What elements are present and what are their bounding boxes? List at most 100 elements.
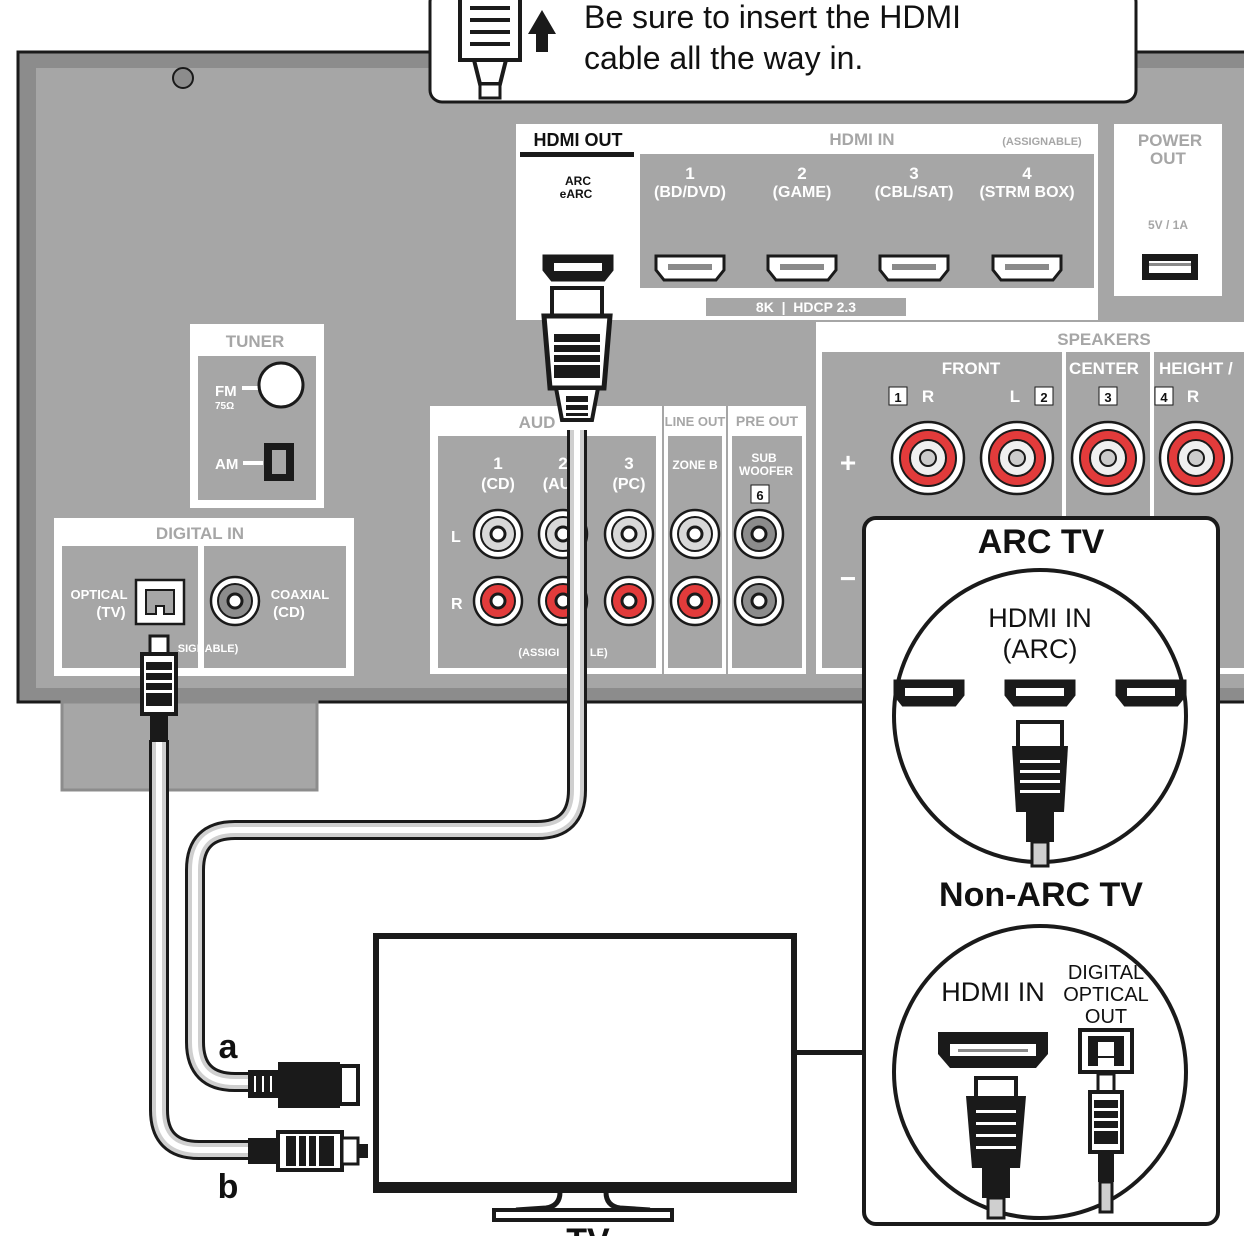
optical-out-label2: OPTICAL bbox=[1063, 984, 1149, 1006]
speakers-title: SPEAKERS bbox=[1057, 330, 1151, 349]
coaxial-label2: (CD) bbox=[273, 604, 305, 621]
power-out-rating: 5V / 1A bbox=[1148, 218, 1188, 232]
hdmi-in-1-num: 1 bbox=[685, 164, 694, 183]
audio-in-3-l-jack[interactable] bbox=[603, 508, 655, 560]
zone-b-l-jack[interactable] bbox=[669, 508, 721, 560]
tv: TV bbox=[373, 933, 797, 1241]
arc-hdmi-plug bbox=[1012, 720, 1068, 868]
hdmi-in-port-4[interactable]: 4 (STRM BOX) bbox=[979, 164, 1075, 282]
audio-left-label: L bbox=[451, 529, 461, 546]
audio-in-1-l-jack[interactable] bbox=[472, 508, 524, 560]
height-r-terminal[interactable] bbox=[1158, 420, 1234, 496]
hdmi-in-2-num: 2 bbox=[797, 164, 806, 183]
optical-out-label3: OUT bbox=[1085, 1006, 1127, 1028]
audio-in-3-name: (PC) bbox=[613, 476, 646, 493]
am-antenna-terminal[interactable] bbox=[264, 443, 294, 481]
height-r-label: R bbox=[1187, 387, 1199, 406]
optical-out-label1: DIGITAL bbox=[1068, 962, 1144, 984]
non-arc-tv-hdmi-port[interactable] bbox=[938, 1032, 1048, 1068]
non-arc-optical-plug bbox=[1088, 1072, 1124, 1214]
audio-in-assignable: (ASSIGI LE) bbox=[518, 647, 608, 659]
hdmi-in-1-name: (BD/DVD) bbox=[654, 184, 726, 201]
tv-connection-inset: ARC TV HDMI IN (ARC) Non-ARC TV HDMI IN … bbox=[862, 516, 1220, 1226]
optical-plug-receiver bbox=[140, 634, 178, 742]
audio-right-label: R bbox=[451, 596, 463, 613]
optical-label2: (TV) bbox=[96, 604, 125, 621]
front-l-label: L bbox=[1010, 387, 1020, 406]
fm-label: FM bbox=[215, 383, 237, 400]
subwoofer-num: 6 bbox=[756, 488, 763, 503]
hdmi-out-port[interactable] bbox=[542, 254, 614, 282]
earc-label: eARC bbox=[560, 187, 593, 201]
power-out-title2: OUT bbox=[1150, 149, 1187, 168]
plus-label: + bbox=[840, 447, 856, 478]
minus-label: − bbox=[840, 563, 856, 594]
hdmi-in-assignable: (ASSIGNABLE) bbox=[1002, 136, 1082, 148]
arc-tv-port-left bbox=[893, 679, 965, 707]
coaxial-in-jack[interactable] bbox=[209, 575, 261, 627]
notice-line1: Be sure to insert the HDMI bbox=[584, 0, 961, 35]
non-arc-hdmi-plug bbox=[966, 1076, 1026, 1220]
subwoofer-label2: WOOFER bbox=[739, 464, 793, 478]
hdmi-plug-receiver bbox=[541, 286, 613, 422]
cable-a-label: a bbox=[219, 1028, 239, 1066]
front-r-label: R bbox=[922, 387, 934, 406]
arc-label: ARC bbox=[565, 174, 591, 188]
optical-plug-tv bbox=[248, 1130, 368, 1172]
fm-antenna-jack[interactable] bbox=[257, 361, 305, 409]
arc-tv-hdmi-port[interactable] bbox=[1004, 679, 1076, 707]
power-out-title1: POWER bbox=[1138, 131, 1202, 150]
hdmi-in-4-num: 4 bbox=[1022, 164, 1032, 183]
optical-in-port[interactable] bbox=[134, 578, 186, 626]
notice-callout: Be sure to insert the HDMI cable all the… bbox=[428, 0, 1138, 104]
subwoofer-jack-2[interactable] bbox=[733, 575, 785, 627]
hdmi-in-3-name: (CBL/SAT) bbox=[875, 184, 954, 201]
arc-tv-title: ARC TV bbox=[978, 523, 1105, 561]
tv-stand bbox=[492, 1208, 674, 1222]
hdmi-in-port-1[interactable]: 1 (BD/DVD) bbox=[654, 164, 726, 282]
hdmi-plug-tv bbox=[248, 1062, 360, 1108]
insert-arrow-icon bbox=[528, 10, 556, 52]
hdcp-spec: 8K | HDCP 2.3 bbox=[756, 299, 856, 315]
hdmi-in-4-name: (STRM BOX) bbox=[979, 184, 1074, 201]
audio-in-3-r-jack[interactable] bbox=[603, 575, 655, 627]
front-label: FRONT bbox=[942, 359, 1001, 378]
front-r-terminal[interactable] bbox=[890, 420, 966, 496]
non-arc-tv-title: Non-ARC TV bbox=[939, 876, 1143, 914]
audio-in-2-name: (AU bbox=[543, 476, 571, 493]
tv-label: TV bbox=[566, 1222, 610, 1236]
hdcp-badge bbox=[706, 298, 906, 316]
audio-in-3-num: 3 bbox=[624, 454, 633, 473]
hdmi-in-3-num: 3 bbox=[909, 164, 918, 183]
arc-hdmi-in-label: HDMI IN bbox=[988, 603, 1092, 633]
audio-in-1-name: (CD) bbox=[481, 476, 515, 493]
height-num: 4 bbox=[1160, 390, 1168, 405]
center-terminal[interactable] bbox=[1070, 420, 1146, 496]
hdmi-in-port-2[interactable]: 2 (GAME) bbox=[766, 164, 838, 282]
center-num: 3 bbox=[1104, 390, 1111, 405]
audio-in-1-num: 1 bbox=[493, 454, 502, 473]
audio-in-2-num: 2 bbox=[558, 454, 567, 473]
usb-power-port[interactable] bbox=[1142, 254, 1198, 280]
screw-hole bbox=[172, 67, 194, 89]
tuner-title: TUNER bbox=[226, 332, 285, 351]
hdmi-in-port-3[interactable]: 3 (CBL/SAT) bbox=[875, 164, 954, 282]
optical-cable-b bbox=[149, 740, 250, 1160]
zone-b-r-jack[interactable] bbox=[669, 575, 721, 627]
notice-line2: cable all the way in. bbox=[584, 40, 863, 76]
receiver-foot bbox=[60, 700, 319, 792]
height-label: HEIGHT / bbox=[1159, 359, 1233, 378]
subwoofer-jack-1[interactable] bbox=[733, 508, 785, 560]
fm-ohm-label: 75Ω bbox=[215, 401, 234, 412]
hdmi-cable-a bbox=[185, 430, 587, 1092]
front-l-num: 2 bbox=[1040, 390, 1047, 405]
audio-in-1-r-jack[interactable] bbox=[472, 575, 524, 627]
subwoofer-label1: SUB bbox=[751, 451, 777, 465]
non-arc-tv-optical-port[interactable] bbox=[1078, 1028, 1134, 1074]
cable-b-label: b bbox=[218, 1168, 239, 1206]
front-l-terminal[interactable] bbox=[979, 420, 1055, 496]
pre-out-title: PRE OUT bbox=[736, 413, 799, 429]
arc-label-inset: (ARC) bbox=[1003, 634, 1078, 664]
audio-in-title: AUD bbox=[519, 413, 556, 432]
